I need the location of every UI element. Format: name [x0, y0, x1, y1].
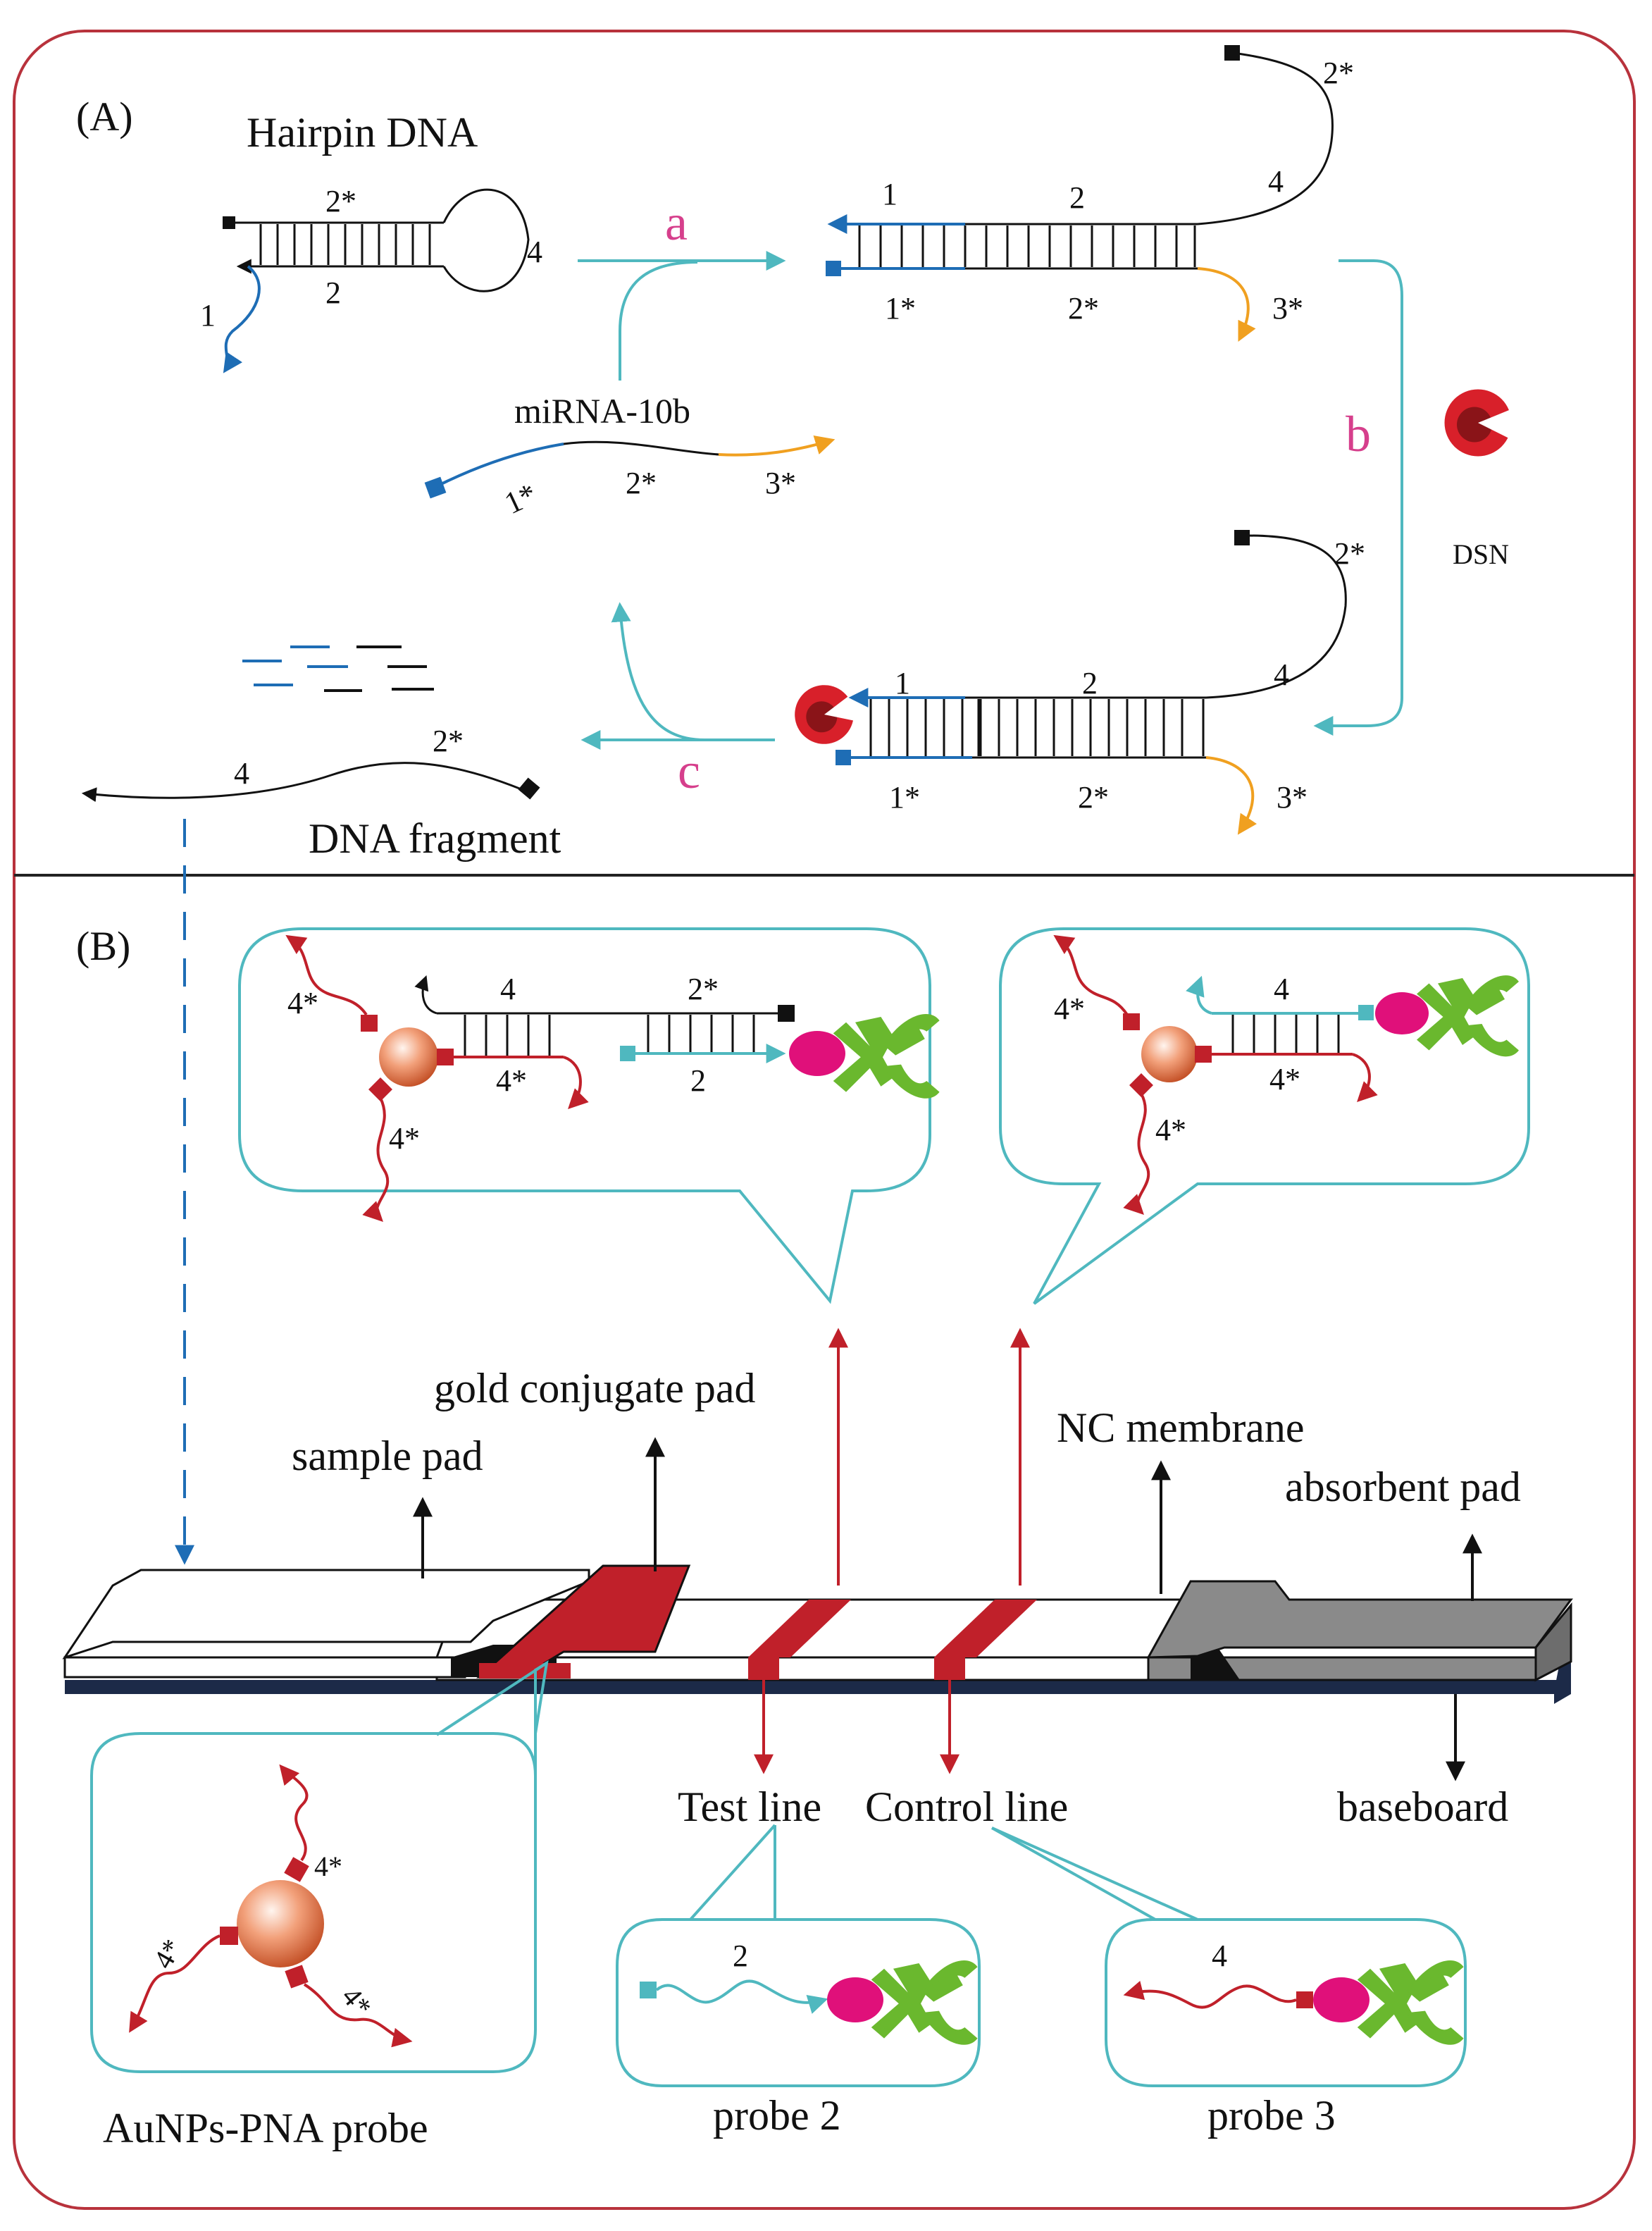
test-callout-lower: 4* [389, 1121, 420, 1156]
probe3-title: probe 3 [1207, 2092, 1336, 2139]
dsn-label: DSN [1453, 538, 1509, 570]
control-callout-lower: 4* [1155, 1113, 1186, 1147]
panel-a: (A) Hairpin DNA 2* 2 4 1 a miRNA-10b 1* … [76, 45, 1517, 862]
duplex-2 [788, 530, 1347, 835]
hairpin-label-tail: 1 [200, 298, 216, 333]
hairpin-title: Hairpin DNA [247, 109, 478, 156]
panel-a-label: (A) [76, 94, 133, 140]
label-gold-pad: gold conjugate pad [434, 1365, 756, 1411]
mirna-strand [424, 435, 836, 499]
duplex2-bottom-1star: 1* [889, 780, 920, 815]
aunp-probe-box [90, 1660, 549, 2073]
absorbent-pad [1146, 1580, 1573, 1659]
duplex2-top-4: 4 [1274, 657, 1289, 692]
panel-b: (B) 4* 4 4* 2* 2 4* [62, 819, 1573, 2151]
probe2-title: probe 2 [713, 2092, 841, 2139]
mirna-seg2: 2* [626, 466, 657, 500]
label-absorbent-pad: absorbent pad [1285, 1464, 1521, 1510]
hairpin-label-top: 2* [325, 184, 356, 218]
step-a-feed-arrow [619, 261, 698, 381]
step-a-label: a [665, 194, 688, 251]
test-callout-mid-bottom: 4* [496, 1063, 527, 1098]
probe3-box [991, 1827, 1467, 2087]
mirna-seg1: 1* [499, 476, 542, 521]
hairpin-dna [223, 188, 530, 373]
control-line [934, 1600, 1037, 1657]
label-sample-pad: sample pad [292, 1433, 483, 1479]
mirna-title: miRNA-10b [514, 391, 690, 431]
test-callout-right-top: 2* [688, 972, 719, 1006]
step-c-label: c [678, 743, 700, 799]
digested-fragments [242, 645, 434, 692]
test-callout-right-bottom: 2 [690, 1063, 706, 1098]
label-control-line: Control line [865, 1784, 1068, 1830]
fragment-seg1: 4 [234, 756, 249, 791]
duplex1-bottom-1star: 1* [885, 291, 916, 326]
step-c-recycle-arrow [611, 602, 705, 741]
lateral-flow-strip [62, 1564, 1573, 1704]
mirna-seg3: 3* [765, 466, 796, 500]
duplex1-bottom-3star: 3* [1272, 291, 1303, 326]
aunp-probe-title: AuNPs-PNA probe [103, 2105, 428, 2151]
figure-frame [13, 30, 1636, 2210]
control-line-callout [999, 927, 1530, 1305]
label-baseboard: baseboard [1337, 1784, 1508, 1830]
control-callout-tail: 4* [1054, 991, 1085, 1026]
fragment-label: DNA fragment [309, 815, 561, 862]
test-callout-mid-top: 4 [500, 972, 516, 1006]
probe2-box [616, 1824, 981, 2087]
duplex1-top-4: 4 [1268, 164, 1284, 199]
test-callout-tail: 4* [287, 986, 318, 1020]
duplex-1 [826, 45, 1334, 342]
step-b-label: b [1346, 406, 1371, 462]
duplex1-top-2star: 2* [1323, 56, 1354, 90]
duplex2-bottom-2star: 2* [1078, 780, 1109, 815]
step-b-arrow [1313, 259, 1403, 736]
duplex2-top-1: 1 [895, 666, 910, 700]
panel-b-label: (B) [76, 923, 130, 969]
label-nc-membrane: NC membrane [1057, 1404, 1305, 1451]
dsn-enzyme-icon [1444, 389, 1517, 457]
duplex1-top-2: 2 [1069, 180, 1085, 215]
test-line [748, 1600, 851, 1657]
label-test-line: Test line [678, 1784, 821, 1830]
control-callout-bottom: 4* [1269, 1062, 1300, 1096]
probe3-seg: 4 [1212, 1939, 1227, 1973]
duplex1-top-1: 1 [882, 177, 898, 211]
control-callout-top: 4 [1274, 972, 1289, 1006]
test-line-callout [238, 927, 940, 1304]
duplex1-bottom-2star: 2* [1068, 291, 1099, 326]
duplex2-bottom-3star: 3* [1277, 780, 1308, 815]
probe2-seg: 2 [733, 1939, 748, 1973]
duplex2-top-2star: 2* [1334, 536, 1365, 571]
dna-fragment [81, 762, 540, 803]
aunp-arm-top: 4* [314, 1850, 342, 1882]
hairpin-label-bottom: 2 [325, 276, 341, 310]
duplex2-top-2: 2 [1082, 666, 1098, 700]
fragment-seg2: 2* [433, 724, 464, 758]
hairpin-label-loop: 4 [527, 235, 542, 269]
sample-pad [62, 1569, 590, 1660]
